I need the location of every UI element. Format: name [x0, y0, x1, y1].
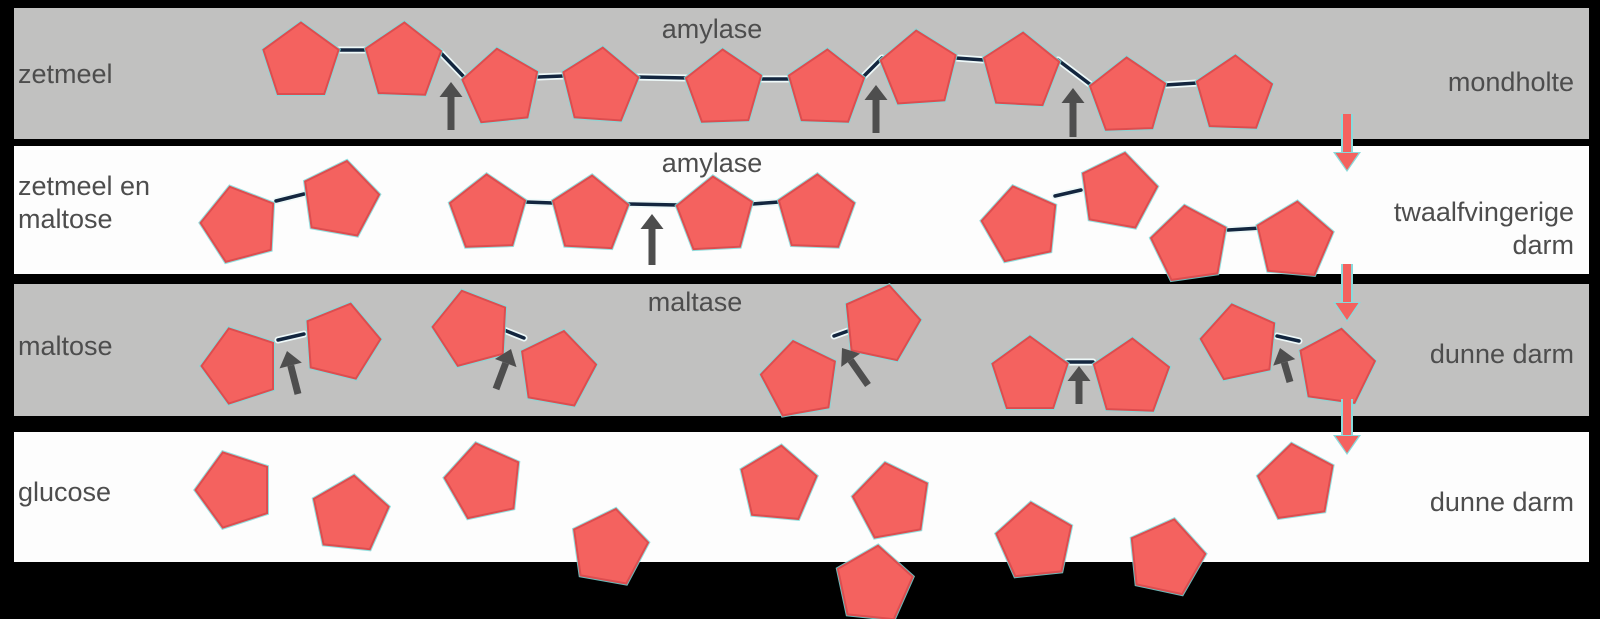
bond-line [274, 192, 306, 203]
label-line: dunne darm [1429, 339, 1574, 369]
label-line: maltose [18, 204, 113, 234]
arrow-shaft [847, 358, 871, 388]
glucose-pentagon [194, 451, 268, 529]
glucose-pentagon [1199, 303, 1276, 381]
location-label-dunne-darm-row4: dunne darm [1430, 486, 1574, 519]
location-label-dunne-darm-row3: dunne darm [1430, 338, 1574, 371]
bond-line [536, 74, 565, 79]
glucose-pentagon [1092, 337, 1171, 412]
location-label-twaalfvingerige-darm: twaalfvingerige darm [1394, 196, 1574, 262]
glucose-pentagon [199, 185, 275, 264]
glucose-pentagon [521, 329, 598, 407]
arrow-shaft [287, 364, 302, 395]
glucose-pentagon [836, 544, 914, 619]
arrow-shaft [492, 361, 510, 391]
arrow-head [494, 349, 517, 368]
substrate-label-zetmeel: zetmeel [18, 58, 113, 91]
glucose-pentagon [448, 173, 527, 248]
glucose-pentagon [431, 289, 507, 368]
bond-line [1226, 226, 1263, 232]
flow-arrow-head [1335, 436, 1359, 453]
glucose-pentagon [845, 284, 922, 362]
bond-line [438, 50, 466, 79]
bond-line [954, 56, 986, 62]
glucose-pentagon [740, 444, 818, 520]
bond-line [1053, 188, 1083, 198]
arrow-head [279, 351, 302, 369]
glucose-pentagon [991, 335, 1069, 409]
arrow-head [1067, 366, 1091, 381]
glucose-pentagon [364, 21, 443, 96]
glucose-pentagon [562, 46, 640, 122]
bond-line [750, 200, 781, 206]
glucose-pentagon [787, 48, 866, 123]
glucose-pentagon [551, 174, 630, 250]
glucose-pentagon [443, 442, 520, 520]
location-label-mondholte: mondholte [1448, 66, 1574, 99]
flow-arrow-head [1335, 153, 1359, 170]
bond-line [635, 75, 689, 80]
arrow-head [640, 214, 664, 229]
label-line: zetmeel en [18, 171, 151, 201]
substrate-label-glucose: glucose [18, 476, 111, 509]
label-line: dunne darm [1429, 487, 1574, 517]
glucose-pentagon [1130, 518, 1207, 596]
glucose-pentagon [1299, 327, 1377, 404]
bond-line [523, 200, 555, 205]
glucose-pentagon [312, 474, 390, 551]
enzyme-label-maltase: maltase [647, 287, 743, 317]
arrow-head [1061, 88, 1085, 103]
glucose-pentagon [1149, 204, 1227, 281]
glucose-pentagon [879, 29, 957, 105]
glucose-pentagon [306, 302, 382, 380]
bond-line [1163, 81, 1199, 87]
glucose-pentagon [982, 31, 1061, 107]
label-line: darm [1512, 230, 1574, 260]
glucose-pentagon [262, 21, 340, 95]
bond-line [1275, 334, 1301, 343]
glucose-pentagon [461, 47, 539, 124]
arrow-shaft [1280, 361, 1294, 383]
glucose-pentagon [759, 339, 836, 417]
enzyme-label-amylase-row2: amylase [661, 148, 763, 178]
glucose-pentagon [200, 327, 274, 405]
glucose-pentagon [777, 173, 856, 248]
substrate-label-zetmeel-en-maltose: zetmeel en maltose [18, 170, 150, 236]
glucose-pentagon [304, 159, 381, 237]
bond-line [861, 56, 884, 79]
glucose-pentagon [851, 461, 928, 539]
label-line: maltose [18, 331, 113, 361]
arrow-head [864, 85, 888, 100]
label-line: mondholte [1447, 67, 1574, 97]
glucose-pentagon [684, 48, 763, 123]
label-line: glucose [18, 477, 112, 507]
label-line: zetmeel [18, 59, 113, 89]
bond-line [625, 202, 680, 207]
glucose-pentagon [980, 185, 1057, 263]
substrate-label-maltose: maltose [18, 330, 113, 363]
glucose-pentagon [573, 507, 650, 585]
glucose-pentagon [995, 501, 1073, 578]
bond-line [502, 328, 526, 340]
glucose-pentagon [1195, 54, 1274, 129]
glucose-pentagon [1256, 442, 1334, 519]
arrow-head [841, 348, 861, 367]
enzyme-label-amylase-row1: amylase [661, 14, 763, 44]
glucose-pentagon [675, 175, 754, 251]
glucose-pentagon [1256, 200, 1334, 276]
glucose-pentagon [1082, 151, 1159, 229]
arrow-head [1273, 348, 1296, 366]
flow-arrow-head [1335, 303, 1359, 320]
bond-line [276, 332, 306, 342]
glucose-pentagon [1088, 56, 1167, 131]
bond-line [832, 329, 850, 338]
label-line: twaalfvingerige [1393, 197, 1574, 227]
arrow-head [439, 82, 463, 97]
bond-line [1056, 58, 1093, 87]
